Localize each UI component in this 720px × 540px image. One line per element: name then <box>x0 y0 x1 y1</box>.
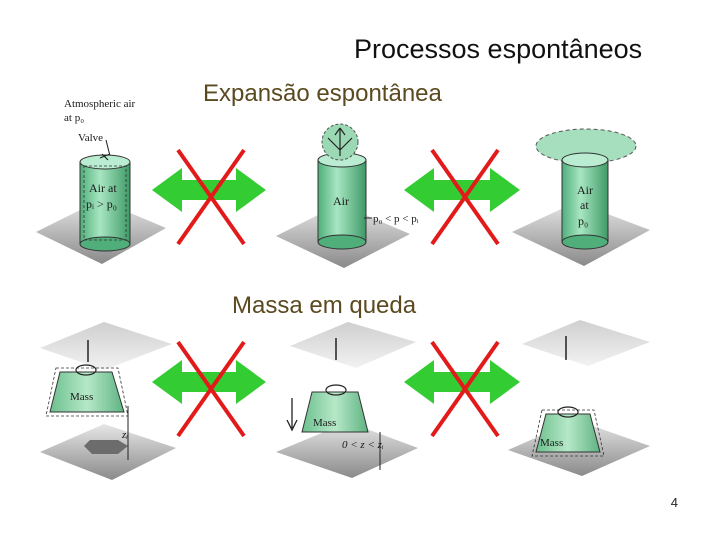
air-tank <box>79 161 131 245</box>
tank3-label-line1: Air <box>577 183 593 197</box>
mass-label: Mass <box>70 391 93 403</box>
ceiling-plate <box>522 320 650 366</box>
cross-icon-stroke-b <box>430 340 500 438</box>
mass-label: Mass <box>313 417 336 429</box>
height-label: zᵢ <box>121 429 128 441</box>
expansion-scene-2: Air p₀ < p < pᵢ <box>276 123 419 268</box>
atm-pressure-label: at p₀ <box>64 112 84 124</box>
cross-icon-stroke-b <box>430 148 500 246</box>
tank3-label-line3: p₀ <box>578 214 588 228</box>
mass-block <box>535 413 601 453</box>
hook-icon <box>75 364 97 376</box>
transition-4 <box>404 340 520 438</box>
double-arrow-icon <box>152 168 266 212</box>
mass-label: Mass <box>540 437 563 449</box>
transition-3 <box>152 340 266 438</box>
tank1-label-line2: pᵢ > p₀ <box>86 197 117 211</box>
falling-direction-arrow-icon <box>286 398 298 432</box>
expansion-scene-1: Atmospheric air at p₀ Valve Air at pᵢ > … <box>36 98 166 264</box>
tank-bottom <box>317 234 367 250</box>
fall-scene-1: Mass zᵢ <box>40 322 176 480</box>
atm-air-label: Atmospheric air <box>64 98 136 110</box>
valve-icon <box>99 153 111 161</box>
floor-plate <box>276 422 418 478</box>
cross-icon-stroke-b <box>176 340 246 438</box>
ceiling-plate <box>290 322 416 368</box>
valve-label: Valve <box>78 132 103 144</box>
fall-scene-3: Mass <box>508 320 650 476</box>
expanded-air-cloud <box>535 128 637 164</box>
valve-leader-line <box>105 139 111 157</box>
fall-scene-2: Mass 0 < z < zᵢ <box>276 322 418 478</box>
mass-block <box>301 391 369 433</box>
height-range-label: 0 < z < zᵢ <box>342 439 384 451</box>
system-boundary <box>531 409 605 457</box>
section-title-fall: Massa em queda <box>232 292 417 319</box>
tank2-label: Air <box>333 194 349 208</box>
landing-shadow <box>84 440 128 454</box>
expansion-scene-3: Air at p₀ <box>512 128 650 266</box>
hook-icon <box>325 384 347 396</box>
ceiling-plate <box>40 322 172 370</box>
tank3-label-line2: at <box>580 198 589 212</box>
slide-title: Processos espontâneos <box>354 34 643 64</box>
cross-icon-stroke-b <box>176 148 246 246</box>
transition-1 <box>152 148 266 246</box>
tank-bottom <box>79 236 131 252</box>
system-boundary <box>83 165 127 241</box>
tank-top <box>79 154 131 170</box>
air-tank <box>561 159 609 243</box>
page-number: 4 <box>670 495 678 510</box>
tank2-pressure-label: p₀ < p < pᵢ <box>373 213 419 225</box>
double-arrow-icon <box>152 360 266 404</box>
tank1-label-line1: Air at <box>89 181 117 195</box>
tank-bottom <box>561 234 609 250</box>
section-title-expansion: Expansão espontânea <box>203 80 442 107</box>
tank-top <box>561 152 609 168</box>
escaping-air-arrows-icon <box>327 127 353 156</box>
transition-2 <box>404 148 520 246</box>
hook-icon <box>557 406 579 418</box>
